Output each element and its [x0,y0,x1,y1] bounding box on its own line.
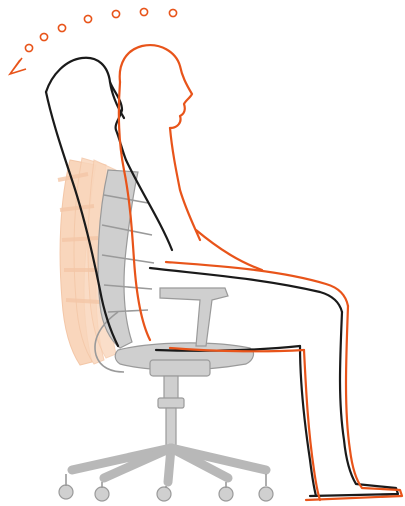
chair-armrest [160,288,228,346]
upright-shin [306,306,402,500]
caster-wheel [219,487,233,501]
arrow-dot [140,8,147,15]
chair-mechanism [150,360,210,376]
caster-wheel [259,487,273,501]
chair-column [166,408,176,448]
arrow-dot [40,33,47,40]
caster-wheel [157,487,171,501]
upright-chest [170,128,200,240]
arrow-dot [169,9,176,16]
chair-star-base [72,448,266,482]
upright-head [120,45,192,128]
chair-gas-lift-collar [158,398,184,408]
arrow-dot [25,44,32,51]
caster-wheel [95,487,109,501]
arrow-dot [112,10,119,17]
arrow-dot [84,15,91,22]
arrow-head [10,58,26,74]
arrow-dot [58,24,65,31]
caster-wheel [59,485,73,499]
motion-arrow-icon [10,8,177,74]
upright-figure-outline [119,45,402,500]
